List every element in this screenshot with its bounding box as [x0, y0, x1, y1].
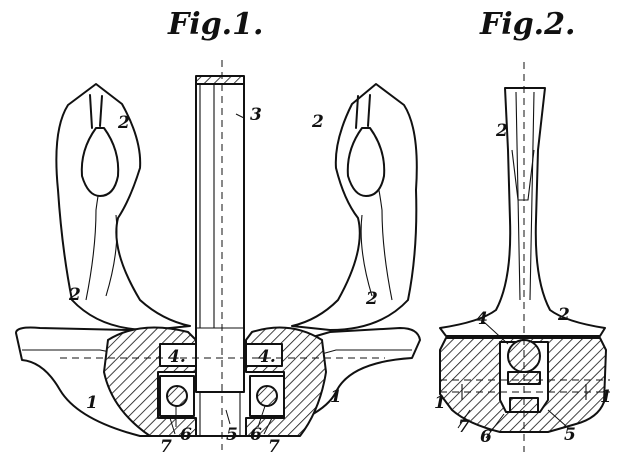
fig2-leaders	[457, 321, 567, 439]
fig1-right-fluke-eye	[346, 127, 386, 197]
fig1-ref-2-upper-right: 2	[311, 112, 324, 132]
fig1-right-bearing	[249, 375, 285, 417]
fig2-ref-1-right: 1	[600, 387, 612, 407]
fig1-shank	[195, 77, 245, 393]
fig1-left-arm-rib-inner	[105, 214, 118, 297]
fig1-left-fluke-eye	[80, 127, 120, 197]
fig1-ref-6-left: 6	[180, 425, 192, 445]
fig2-ref-1-left: 1	[434, 393, 446, 413]
fig1-ref-7-right: 7	[268, 437, 280, 457]
fig1-left-key	[159, 343, 197, 367]
fig2-ref-7: 7	[458, 417, 470, 437]
fig2-ref-2-upper: 2	[495, 121, 508, 141]
fig1-left-ball	[166, 385, 188, 407]
fig1-ref-1-right: 1	[330, 387, 342, 407]
fig1-ref-1-left: 1	[86, 393, 98, 413]
fig1-ref-4-right: 4.	[258, 347, 276, 367]
fig1-ref-4-left: 4.	[168, 347, 186, 367]
fig1-ref-5: 5	[226, 425, 238, 445]
fig2-arm-profile	[439, 87, 606, 337]
fig2-ref-5: 5	[564, 425, 576, 445]
fig1-right-ball	[256, 385, 278, 407]
figure-1: Fig.1.	[15, 7, 421, 457]
fig1-right-arm	[291, 83, 418, 331]
fig1-right-arm-rib-inner	[360, 214, 373, 297]
fig1-ref-6-right: 6	[250, 425, 262, 445]
fig1-ref-2-lower-right: 2	[365, 289, 378, 309]
fig1-shank-top-section	[195, 75, 245, 85]
fig1-ref-2-lower-left: 2	[68, 285, 81, 305]
fig1-ref-2-upper-left: 2	[117, 113, 130, 133]
fig1-left-arm-tip	[89, 94, 103, 129]
fig1-leaders	[169, 113, 273, 435]
fig2-title: Fig.2.	[479, 7, 575, 42]
fig1-right-arm-rib	[377, 184, 393, 301]
fig1-title: Fig.1.	[167, 7, 263, 42]
fig1-right-key	[245, 343, 283, 367]
fig2-arm-center-detail	[511, 149, 535, 201]
fig2-ref-6: 6	[480, 427, 492, 447]
fig2-side-bolts	[461, 384, 587, 400]
fig2-ref-4: 4	[476, 309, 488, 329]
fig1-right-arm-tip	[355, 94, 371, 129]
figure-2: Fig.2. 2 2 4 1 1 7 6 5	[434, 7, 612, 452]
fig1-ref-3: 3	[250, 105, 262, 125]
fig2-ref-2-lower: 2	[557, 305, 570, 325]
fig1-ref-7-left: 7	[160, 437, 172, 457]
